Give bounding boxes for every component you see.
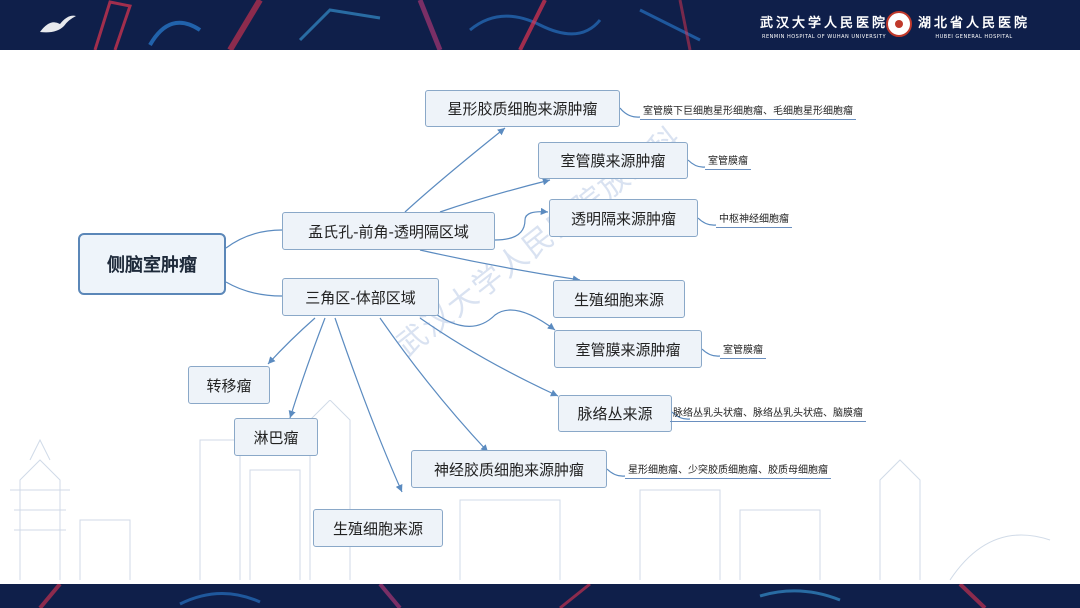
hospital-1-name: 武汉大学人民医院 RENMIN HOSPITAL OF WUHAN UNIVER… bbox=[760, 12, 888, 40]
link-trigone-ependymal bbox=[429, 309, 556, 331]
link-trigone-glial bbox=[379, 317, 489, 453]
ependymal-node-1: 室管膜来源肿瘤 bbox=[538, 142, 688, 179]
hospital-1-cn: 武汉大学人民医院 bbox=[760, 16, 889, 31]
astro-node: 星形胶质细胞来源肿瘤 bbox=[425, 90, 620, 127]
metastasis-node: 转移瘤 bbox=[188, 366, 270, 404]
note-septum: 中枢神经细胞瘤 bbox=[716, 210, 792, 228]
choroid-node: 脉络丛来源 bbox=[558, 395, 672, 432]
footer-bar bbox=[0, 584, 1080, 608]
note-ependymal-2: 室管膜瘤 bbox=[720, 341, 766, 359]
link-choroid-note bbox=[671, 411, 691, 420]
link-foramen-septum bbox=[494, 207, 549, 241]
note-glial: 星形细胞瘤、少突胶质细胞瘤、胶质母细胞瘤 bbox=[625, 461, 831, 479]
hospital-1-en: RENMIN HOSPITAL OF WUHAN UNIVERSITY bbox=[762, 34, 887, 40]
header-decoration bbox=[93, 0, 701, 50]
link-trigone-choroid bbox=[419, 317, 559, 397]
hospital-2-en: HUBEI GENERAL HOSPITAL bbox=[935, 34, 1013, 40]
link-root-trigone bbox=[225, 281, 283, 297]
skyline-illustration bbox=[10, 400, 1051, 581]
note-choroid: 脉络丛乳头状瘤、脉络丛乳头状癌、脑膜瘤 bbox=[670, 404, 866, 422]
link-astro-note bbox=[619, 107, 641, 118]
link-foramen-germ bbox=[419, 249, 581, 283]
germ-node-2: 生殖细胞来源 bbox=[313, 509, 443, 547]
septum-node: 透明隔来源肿瘤 bbox=[549, 199, 698, 237]
note-astro: 室管膜下巨细胞星形细胞瘤、毛细胞星形细胞瘤 bbox=[640, 102, 856, 120]
link-ependymal2-note bbox=[701, 348, 721, 357]
hospital-emblem-icon bbox=[886, 11, 912, 37]
link-trigone-germ bbox=[334, 317, 403, 493]
link-glial-note bbox=[606, 468, 626, 477]
note-ependymal-1: 室管膜瘤 bbox=[705, 152, 751, 170]
hospital-2-cn: 湖北省人民医院 bbox=[918, 16, 1031, 31]
root-node: 侧脑室肿瘤 bbox=[78, 233, 226, 295]
link-septum-note bbox=[697, 217, 717, 226]
link-root-foramen bbox=[225, 229, 283, 249]
germ-node-1: 生殖细胞来源 bbox=[553, 280, 685, 318]
ependymal-node-2: 室管膜来源肿瘤 bbox=[554, 330, 702, 368]
lymphoma-node: 淋巴瘤 bbox=[234, 418, 318, 456]
link-foramen-astro bbox=[404, 127, 506, 213]
crane-logo-icon bbox=[40, 15, 76, 33]
link-trigone-lymphoma bbox=[288, 317, 326, 419]
region-trigone-node: 三角区-体部区域 bbox=[282, 278, 439, 316]
link-trigone-meta bbox=[267, 317, 316, 365]
hospital-2-name: 湖北省人民医院 HUBEI GENERAL HOSPITAL bbox=[918, 12, 1030, 40]
footer-decoration bbox=[38, 584, 987, 608]
glial-node: 神经胶质细胞来源肿瘤 bbox=[411, 450, 607, 488]
link-ependymal1-note bbox=[687, 159, 706, 168]
link-foramen-ependymal bbox=[439, 178, 551, 213]
region-foramen-node: 孟氏孔-前角-透明隔区域 bbox=[282, 212, 495, 250]
